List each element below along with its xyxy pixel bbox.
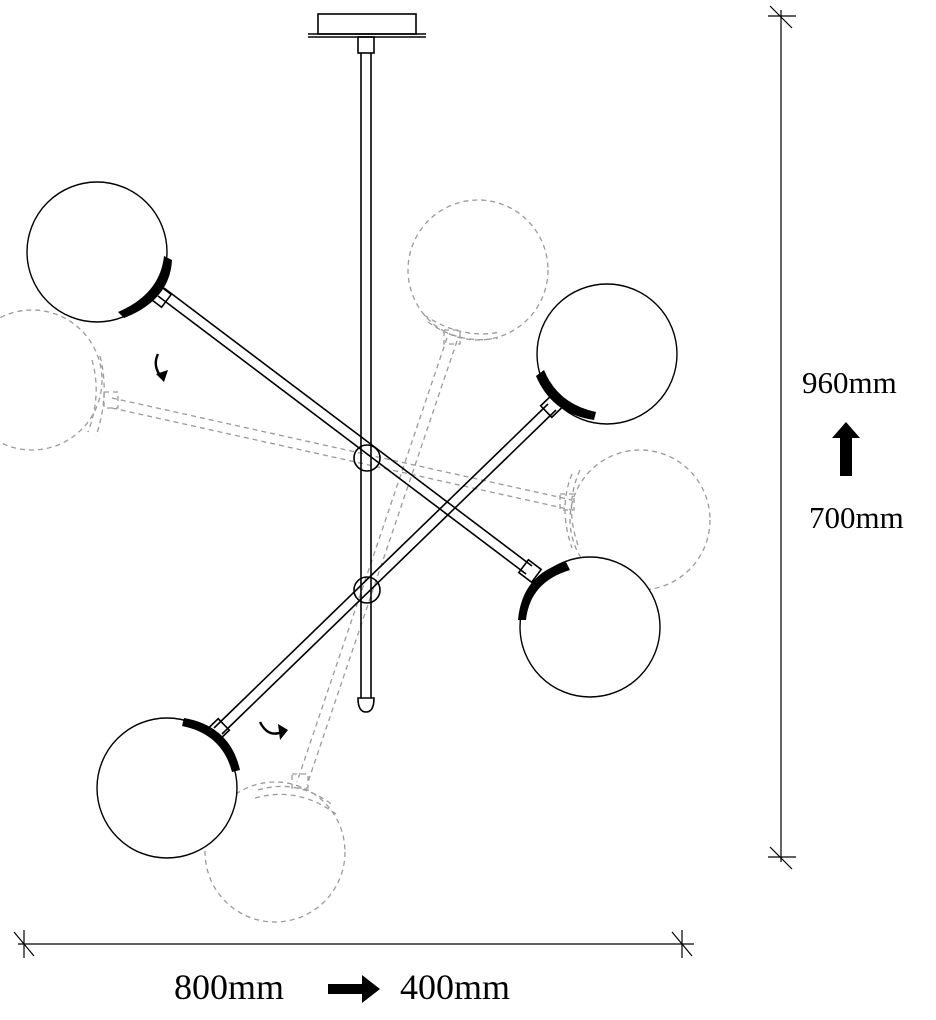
ghost-globe-bottom	[204, 781, 346, 923]
globe-holder	[182, 718, 240, 772]
pivot-joint-lower	[353, 576, 381, 604]
width-dimension	[13, 930, 694, 958]
ghost-arm-steep	[296, 337, 448, 783]
stem-connector	[357, 36, 375, 54]
globe-lower-right	[519, 556, 661, 698]
arrow-up-icon	[832, 422, 860, 476]
width-max-label: 800mm	[174, 967, 285, 1007]
ghost-globe-top	[407, 199, 549, 341]
globe-upper-left	[26, 181, 168, 323]
ceiling-canopy	[317, 13, 417, 35]
globe-holder	[536, 370, 596, 420]
ghost-globe-left	[0, 309, 103, 451]
globe-lower-left	[96, 717, 238, 859]
ghost-arm-horizontal	[111, 397, 573, 501]
arm-diagonal-a	[157, 295, 527, 575]
stem-finial	[357, 697, 375, 713]
globe-holder	[118, 256, 172, 318]
rotate-arrow-icon	[154, 353, 168, 382]
height-dimension	[768, 5, 796, 870]
globe-upper-right	[536, 283, 678, 425]
arrow-right-icon	[328, 975, 380, 1003]
arm-diagonal-b	[213, 403, 549, 729]
height-max-label: 960mm	[802, 365, 897, 400]
chandelier-solid	[26, 13, 678, 859]
height-min-label: 700mm	[809, 500, 904, 535]
rotate-arrow-icon	[258, 721, 288, 740]
pivot-joint-upper	[353, 444, 381, 472]
arm-end-cap	[517, 558, 543, 584]
ghost-position	[0, 199, 711, 923]
width-min-label: 400mm	[400, 967, 511, 1007]
globe-holder	[518, 562, 570, 620]
